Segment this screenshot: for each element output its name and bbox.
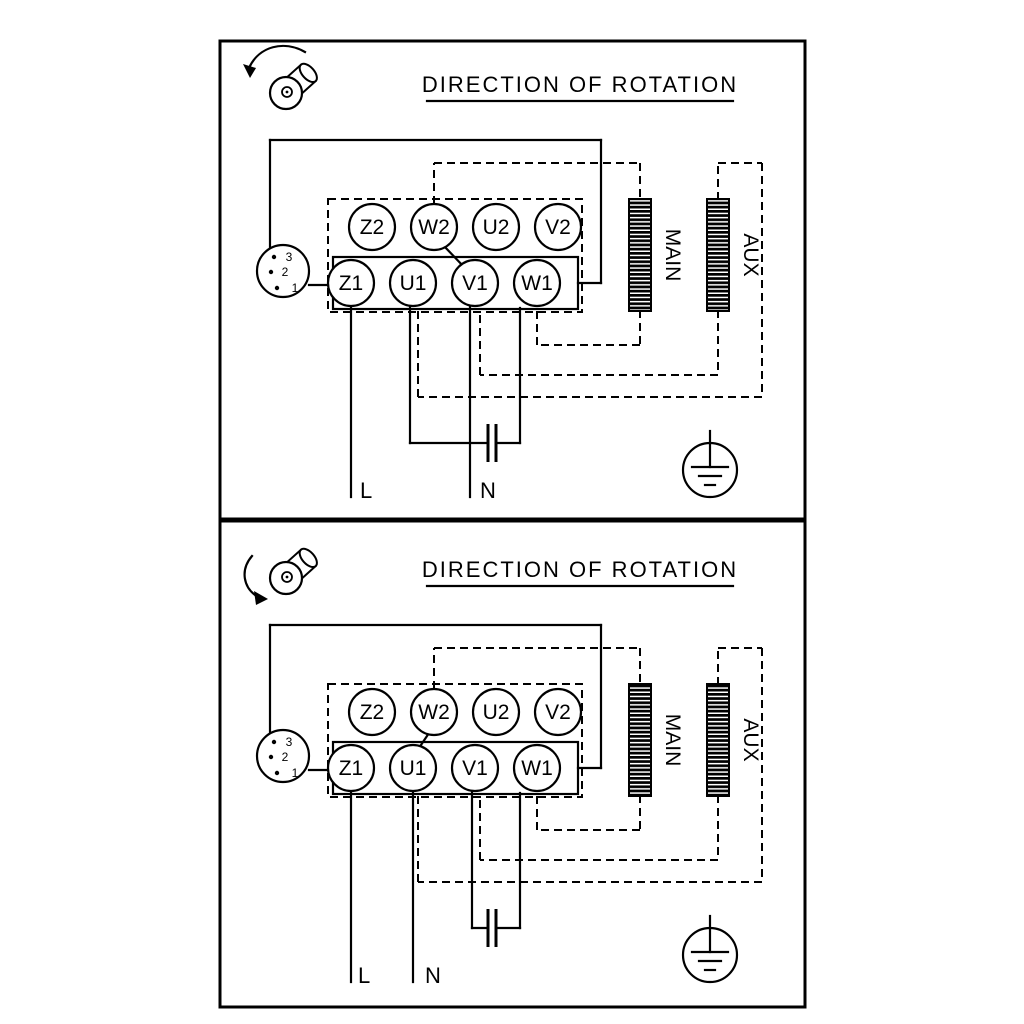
aux-winding-label: AUX: [739, 718, 762, 761]
main-winding-bar: [628, 683, 652, 797]
aux-winding-bar: [706, 198, 730, 312]
terminal-z1: [326, 743, 376, 793]
terminal-w1: [512, 743, 562, 793]
panel-rotation-a: DIRECTION OF ROTATION: [243, 44, 763, 503]
terminal-u1: [388, 743, 438, 793]
selector-position-2: 2: [282, 265, 289, 279]
earth-ground-symbol: [681, 914, 739, 984]
main-winding-label: MAIN: [661, 714, 684, 767]
shaft-rotation-cw-icon: [243, 547, 318, 605]
terminal-u1: [388, 258, 438, 308]
earth-ground-symbol: [681, 429, 739, 499]
external-wiring: [268, 138, 603, 499]
selector-position-3: 3: [286, 735, 293, 749]
terminal-u2: [471, 202, 521, 252]
terminal-u2-label: U2: [483, 701, 510, 724]
panel-a-border: [218, 39, 807, 521]
terminal-u2: [471, 687, 521, 737]
aux-winding-label: AUX: [739, 233, 762, 276]
terminal-v1: [450, 743, 500, 793]
panel-rotation-b: DIRECTION OF ROTATION: [243, 547, 763, 988]
terminal-v2: [533, 687, 583, 737]
terminal-z1: [326, 258, 376, 308]
terminal-z2: [347, 687, 397, 737]
neutral-terminal-label: N: [425, 963, 441, 988]
terminal-u1-label: U1: [400, 757, 427, 780]
selector-position-1: 1: [292, 281, 299, 295]
aux-winding-bar: [706, 683, 730, 797]
terminal-block-outline: [327, 198, 583, 313]
selector-position-2: 2: [282, 750, 289, 764]
terminal-v2-label: V2: [545, 216, 571, 239]
line-terminal-label: L: [360, 478, 372, 503]
selector-position-1: 1: [292, 766, 299, 780]
external-wiring: [268, 623, 603, 984]
rotation-selector: 3 2 1: [255, 243, 311, 299]
rotation-selector: 3 2 1: [255, 728, 311, 784]
panel-b-border: [218, 519, 807, 1009]
terminal-z1-label: Z1: [339, 272, 364, 295]
neutral-terminal-label: N: [480, 478, 496, 503]
terminal-w1-label: W1: [521, 757, 553, 780]
terminal-u2-label: U2: [483, 216, 510, 239]
main-winding-bar: [628, 198, 652, 312]
line-terminal-label: L: [358, 963, 370, 988]
terminal-w1-label: W1: [521, 272, 553, 295]
panel-a-title: DIRECTION OF ROTATION: [422, 72, 738, 97]
terminal-u1-label: U1: [400, 272, 427, 295]
terminal-w2-label: W2: [418, 216, 450, 239]
internal-wiring-dashed: [417, 162, 763, 398]
terminal-v2: [533, 202, 583, 252]
terminal-z2-label: Z2: [360, 701, 385, 724]
terminal-v1: [450, 258, 500, 308]
selector-position-3: 3: [286, 250, 293, 264]
capacitor-symbol: [486, 424, 498, 462]
capacitor-symbol: [486, 909, 498, 947]
terminal-w1: [512, 258, 562, 308]
terminal-v1-label: V1: [462, 272, 488, 295]
terminal-v1-label: V1: [462, 757, 488, 780]
main-winding-label: MAIN: [661, 229, 684, 282]
terminal-z2: [347, 202, 397, 252]
shaft-rotation-ccw-icon: [243, 44, 318, 111]
terminal-z1-label: Z1: [339, 757, 364, 780]
panel-b-title: DIRECTION OF ROTATION: [422, 557, 738, 582]
terminal-z2-label: Z2: [360, 216, 385, 239]
terminal-v2-label: V2: [545, 701, 571, 724]
terminal-w2: [409, 202, 459, 252]
terminal-w2: [409, 687, 459, 737]
terminal-block-outline: [327, 683, 583, 798]
terminal-w2-label: W2: [418, 701, 450, 724]
